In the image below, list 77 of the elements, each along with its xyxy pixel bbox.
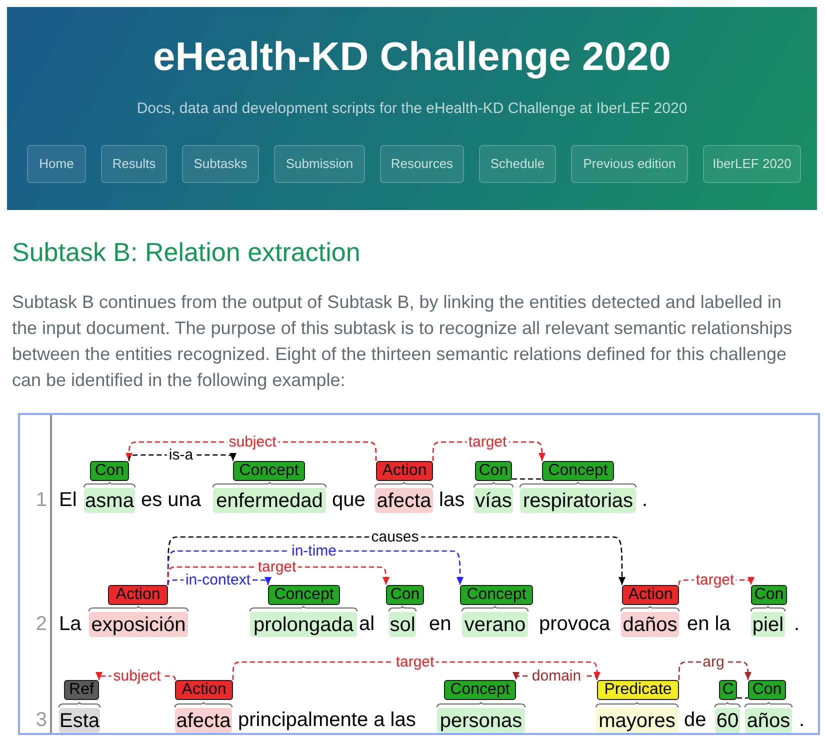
entity-tag: Con xyxy=(751,585,787,605)
sentence-text: que xyxy=(332,488,366,513)
entity-tag: Concept xyxy=(268,585,340,605)
entity-tag: Concept xyxy=(444,680,516,700)
relation-arrow xyxy=(232,661,600,680)
nav-button: Schedule xyxy=(479,145,556,183)
highlighted-word: afecta xyxy=(375,488,433,513)
nav-button: Previous edition xyxy=(571,145,688,183)
highlighted-word: verano xyxy=(462,612,528,637)
edge-label: in-context xyxy=(183,572,253,588)
header-banner xyxy=(7,7,817,210)
sentence-text: en la xyxy=(687,612,730,637)
sentence-text: de xyxy=(684,708,706,733)
highlighted-word: exposición xyxy=(89,612,188,637)
highlighted-word: vías xyxy=(474,488,513,513)
edge-label: subject xyxy=(226,434,278,450)
edge-label: domain xyxy=(530,668,584,684)
entity-tag: Concept xyxy=(460,585,533,605)
entity-tag: Con xyxy=(90,461,129,481)
line-number: 2 xyxy=(34,612,47,637)
highlighted-word: respiratorias xyxy=(520,488,636,513)
entity-tag: Action xyxy=(175,680,233,700)
sentence-text: es una xyxy=(141,488,202,513)
entity-tag: Action xyxy=(376,461,433,481)
entity-tag: C xyxy=(719,680,737,700)
sentence-text: al xyxy=(359,612,375,637)
highlighted-word: años xyxy=(745,708,792,733)
sentence-text: las xyxy=(439,488,465,513)
sentence-text: . xyxy=(642,488,648,513)
edge-label: target xyxy=(394,654,436,670)
nav-button: Resources xyxy=(380,145,464,183)
edge-label: target xyxy=(466,434,509,450)
link-line xyxy=(512,478,542,480)
link-line xyxy=(737,697,748,699)
entity-tag: Concept xyxy=(233,461,305,481)
entity-tag: Ref xyxy=(64,680,99,700)
entity-tag: Con xyxy=(748,680,786,700)
highlighted-word: enfermedad xyxy=(213,488,326,513)
entity-tag: Con xyxy=(475,461,512,481)
line-number: 1 xyxy=(34,488,47,513)
highlighted-word: personas xyxy=(437,708,525,733)
site-tagline: Docs, data and development scripts for the eHealth-KD Challenge at IberLEF 2020 xyxy=(136,99,688,119)
highlighted-word: afecta xyxy=(175,708,232,733)
sentence-text: en xyxy=(429,612,452,637)
line-number: 3 xyxy=(34,708,47,733)
nav-button: Results xyxy=(101,145,167,183)
highlighted-word: mayores xyxy=(596,708,678,733)
nav-button: IberLEF 2020 xyxy=(703,145,801,183)
nav-button: Subtasks xyxy=(182,145,259,183)
nav-button: Home xyxy=(27,145,86,183)
entity-tag: Action xyxy=(622,585,679,605)
sentence-text: El xyxy=(59,488,77,513)
highlighted-word: piel xyxy=(751,612,785,637)
nav-button: Submission xyxy=(274,145,365,183)
entity-tag: Action xyxy=(108,585,168,605)
edge-label: is-a xyxy=(166,448,196,462)
edge-label: subject xyxy=(111,668,163,684)
intro-paragraph: Subtask B continues from the output of Subtask B, by linking the entities detected and labelled in the input document. The purpose of this subtask is to recognize all relevant semantic relationships between the entities recognized. Eight of the thirteen semantic relations defined for this challenge can be identified in the following example: xyxy=(12,291,794,392)
sentence-text: La xyxy=(59,612,82,637)
highlighted-word: prolongada xyxy=(250,612,357,637)
highlighted-word: asma xyxy=(84,488,135,513)
edge-label: target xyxy=(694,572,736,588)
sentence-text: provoca xyxy=(539,612,610,637)
highlighted-word: daños xyxy=(621,612,679,637)
highlighted-word: Esta xyxy=(59,708,100,733)
sentence-text: principalmente a las xyxy=(238,708,416,733)
entity-tag: Con xyxy=(386,585,424,605)
highlighted-word: sol xyxy=(389,612,416,637)
highlighted-word: 60 xyxy=(715,708,740,733)
edge-label: in-time xyxy=(290,544,338,558)
sentence-text: . xyxy=(799,708,805,733)
section-heading: Subtask B: Relation extraction xyxy=(12,236,360,268)
sentence-text: . xyxy=(794,612,800,637)
site-title: eHealth-KD Challenge 2020 xyxy=(153,37,671,77)
edge-label: target xyxy=(256,560,298,574)
entity-tag: Predicate xyxy=(597,680,679,700)
entity-tag: Concept xyxy=(542,461,614,481)
